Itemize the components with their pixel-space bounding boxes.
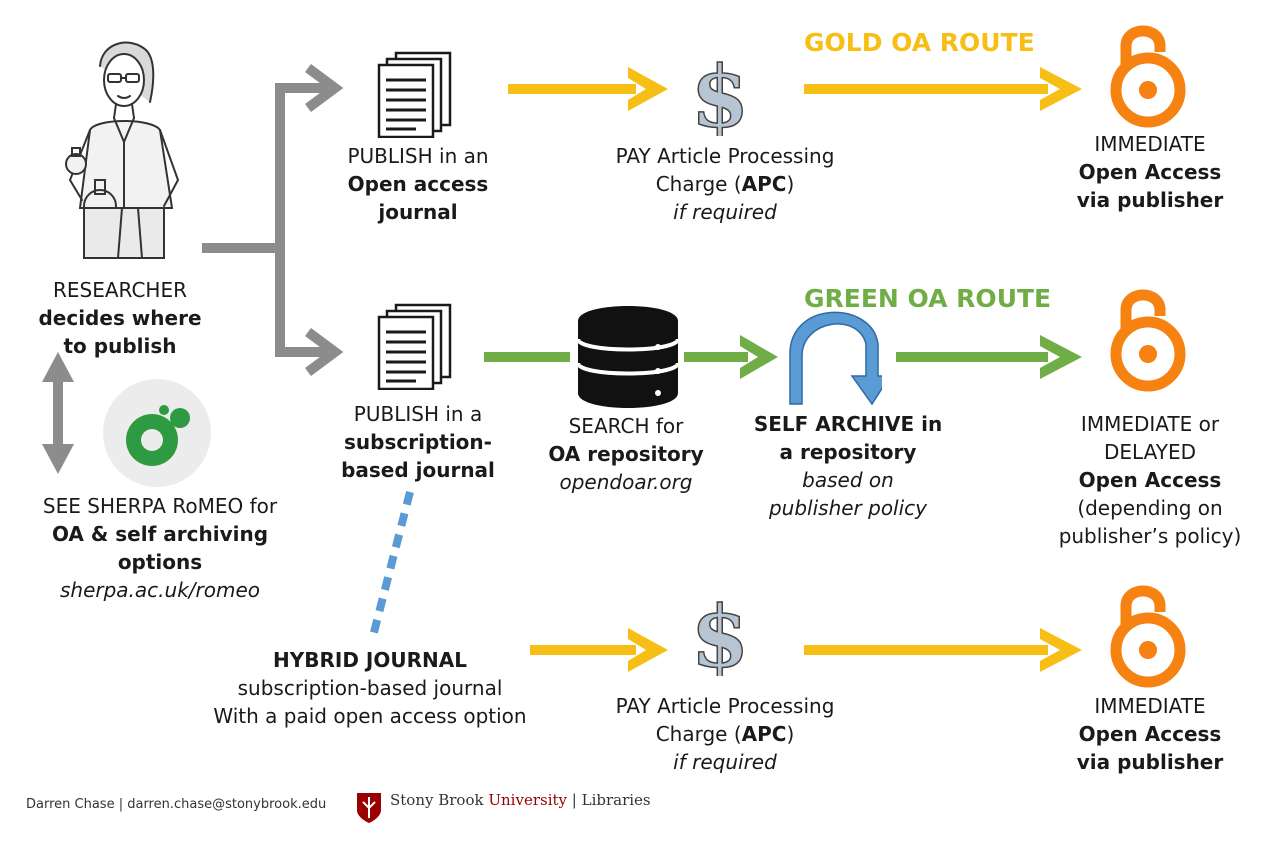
open-access-lock-icon-bottom xyxy=(1110,585,1186,688)
dollar-sign-icon-top: $ xyxy=(690,54,750,136)
svg-text:$: $ xyxy=(691,594,749,676)
apc-label-top: PAY Article Processing Charge (APC) if r… xyxy=(615,144,835,224)
open-access-outcome-bottom: IMMEDIATE Open Access via publisher xyxy=(1076,694,1224,774)
stony-brook-libraries-wordmark: Stony Brook University | Libraries xyxy=(390,791,651,809)
open-access-lock-icon-top xyxy=(1110,25,1186,128)
green-arrow-2-shaft xyxy=(896,352,1048,362)
gold-arrow-bottom-2-shaft xyxy=(804,645,1048,655)
sherpa-romeo-logo-icon xyxy=(103,379,211,487)
green-line-to-database xyxy=(484,352,570,362)
gold-arrow-top-2-shaft xyxy=(804,84,1048,94)
hybrid-journal-label: HYBRID JOURNAL subscription-based journa… xyxy=(213,648,527,728)
database-icon xyxy=(576,306,680,408)
arrow-to-sub-journal xyxy=(275,248,330,357)
arrowhead-oa-journal xyxy=(305,63,344,113)
document-stack-icon-middle xyxy=(377,303,452,390)
gold-arrow-bottom-1-head xyxy=(628,628,668,672)
sherpa-label: SEE SHERPA RoMEO for OA & self archiving… xyxy=(42,494,278,602)
gold-arrow-bottom-1-shaft xyxy=(530,645,636,655)
green-arrow-1-head xyxy=(740,335,778,379)
open-access-outcome-top: IMMEDIATE Open Access via publisher xyxy=(1076,132,1224,212)
researcher-illustration-icon xyxy=(65,41,180,259)
dollar-sign-icon-bottom: $ xyxy=(690,594,750,676)
green-route-title: GREEN OA ROUTE xyxy=(804,284,1052,313)
gold-arrow-top-1-shaft xyxy=(508,84,636,94)
open-access-outcome-middle: IMMEDIATE or DELAYED Open Access (depend… xyxy=(1058,412,1242,548)
double-arrow-vertical xyxy=(42,352,74,474)
gold-arrow-top-2-head xyxy=(1040,67,1082,111)
oa-journal-label: PUBLISH in an Open access journal xyxy=(347,144,489,224)
document-stack-icon-top xyxy=(377,51,452,138)
self-archive-curved-arrow-icon xyxy=(789,311,882,406)
stony-brook-shield-icon xyxy=(357,793,381,823)
green-arrow-1-shaft xyxy=(684,352,748,362)
subscription-journal-label: PUBLISH in a subscription- based journal xyxy=(341,402,495,482)
arrow-to-oa-journal xyxy=(202,83,330,253)
self-archive-label: SELF ARCHIVE in a repository based on pu… xyxy=(753,412,943,520)
gold-arrow-bottom-2-head xyxy=(1040,628,1082,672)
hybrid-dotted-link xyxy=(368,491,414,641)
gold-arrows xyxy=(508,67,1082,672)
arrowhead-sub-journal xyxy=(305,327,344,377)
open-access-lock-icon-middle xyxy=(1110,289,1186,392)
green-arrows xyxy=(484,335,1082,379)
gold-arrow-top-1-head xyxy=(628,67,668,111)
search-repository-label: SEARCH for OA repository opendoar.org xyxy=(548,414,704,494)
gold-route-title: GOLD OA ROUTE xyxy=(804,28,1035,57)
green-arrow-2-head xyxy=(1040,335,1082,379)
footer-credit: Darren Chase | darren.chase@stonybrook.e… xyxy=(26,797,327,812)
grey-branch-arrows xyxy=(202,63,344,377)
researcher-label: RESEARCHER decides where to publish xyxy=(38,278,202,358)
apc-label-bottom: PAY Article Processing Charge (APC) if r… xyxy=(615,694,835,774)
svg-text:$: $ xyxy=(691,54,749,136)
